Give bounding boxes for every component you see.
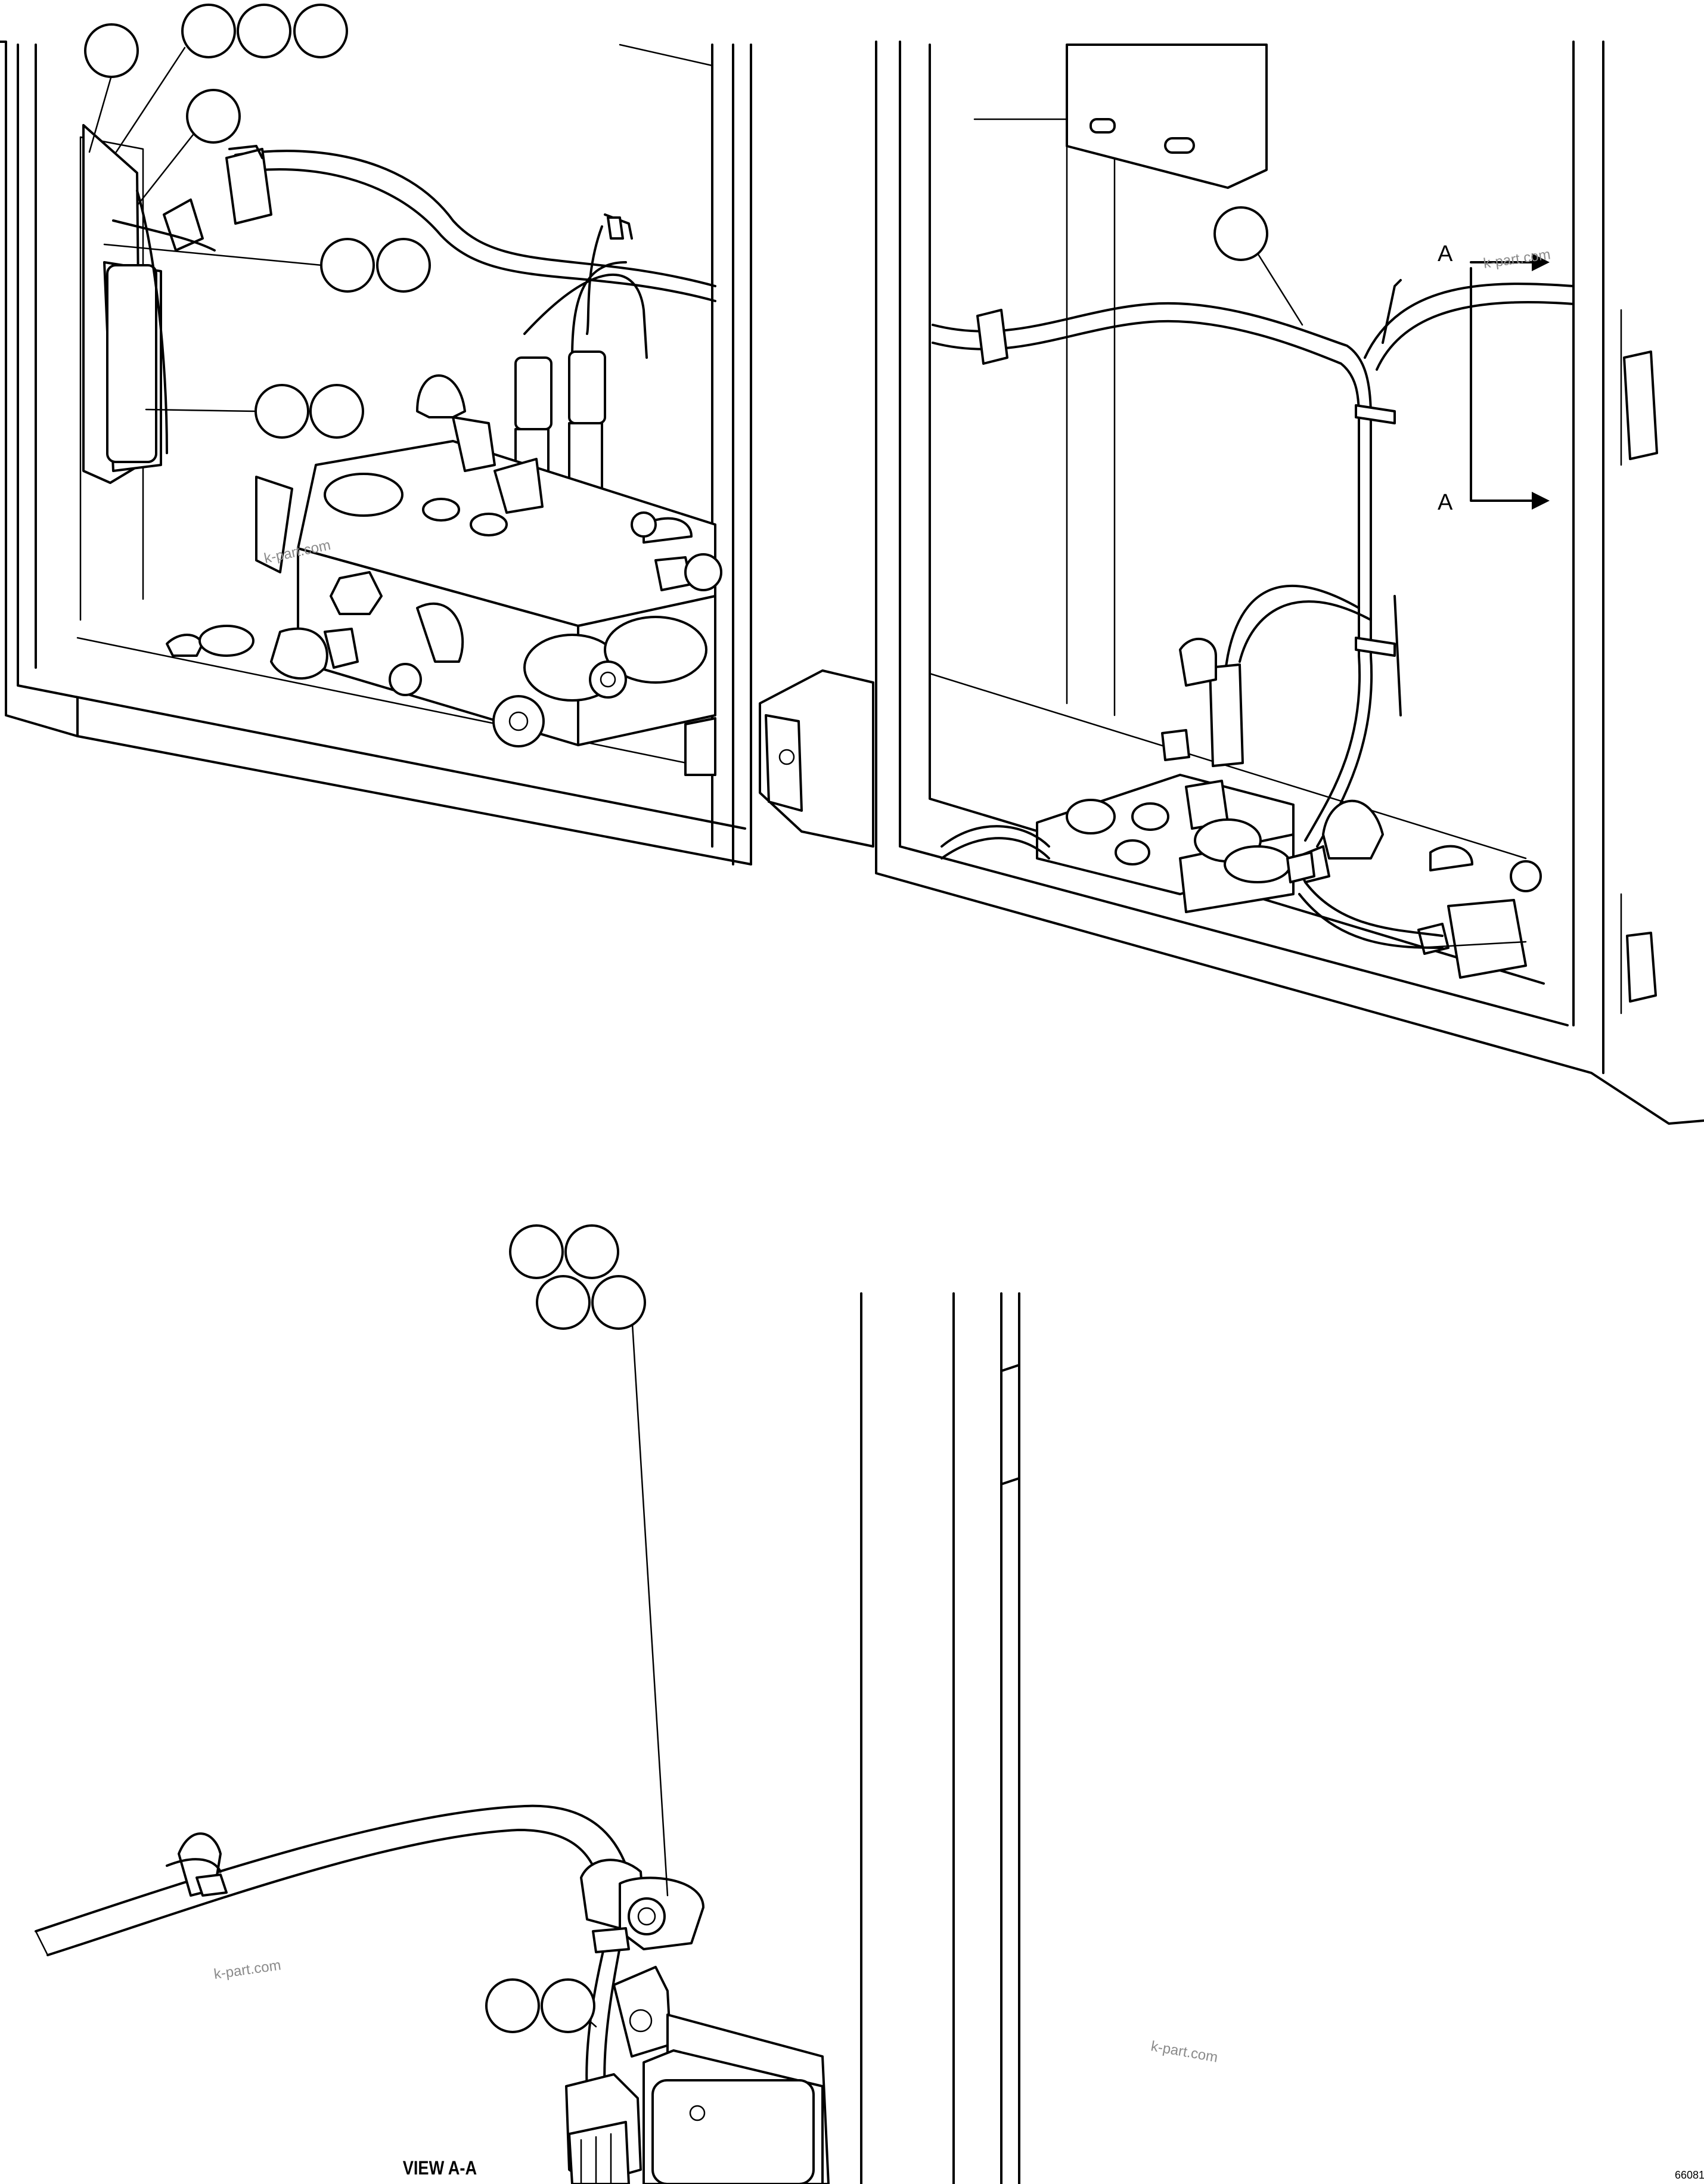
callout-upper-module-1 [254,384,309,439]
callout-view-top-3 [536,1275,591,1330]
right-manifold-block [941,774,1542,979]
callout-view-top-2 [564,1224,619,1279]
view-module [613,1966,830,2184]
view-leader-top [631,1313,669,1897]
watermark-4: k-part.com [1150,2038,1219,2065]
callout-upper-top-group-2 [237,4,291,58]
callout-upper-top-group-1 [181,4,236,58]
left-cabinet-frame [0,41,752,865]
left-controller-module [82,124,168,484]
callout-view-module-2 [541,1978,595,2033]
callout-upper-connector-1 [320,238,375,293]
view-connector [565,2073,642,2184]
sheet-code: 66081 [1675,2169,1704,2181]
callout-upper-bracket [186,89,241,144]
watermark-2: k-part.com [1482,246,1551,272]
view-title: VIEW A-A [403,2158,477,2179]
section-arrow-bottom [1532,492,1550,510]
right-cabinet-frame [875,41,1704,1125]
upper-left-harness [112,145,716,490]
callout-view-top-1 [509,1224,564,1279]
callout-upper-connector-2 [376,238,431,293]
section-marker: A A [1438,241,1550,515]
left-manifold-block [166,374,722,776]
section-arrow-top [1532,253,1550,271]
upper-callouts [84,4,1268,439]
callout-view-module-1 [485,1978,540,2033]
upper-cabinet-view: A A k-part.com k-part.com [0,4,1704,1125]
callout-view-top-4 [591,1275,646,1330]
watermark-3: k-part.com [213,1957,282,1983]
center-connector-box [759,669,874,848]
callout-upper-top-group-3 [293,4,348,58]
view-hinge [1000,1364,1020,1485]
section-label-bottom: A [1438,490,1453,515]
view-cable [35,1804,704,2093]
section-label-top: A [1438,241,1453,266]
callout-upper-left-1 [84,23,139,78]
view-a-a: k-part.com k-part.com VIEW A-A 66081 [35,1224,1704,2184]
callout-upper-module-2 [309,384,364,439]
upper-leader-lines [88,46,1303,412]
callout-upper-harness [1213,206,1268,261]
right-harness [932,279,1575,848]
